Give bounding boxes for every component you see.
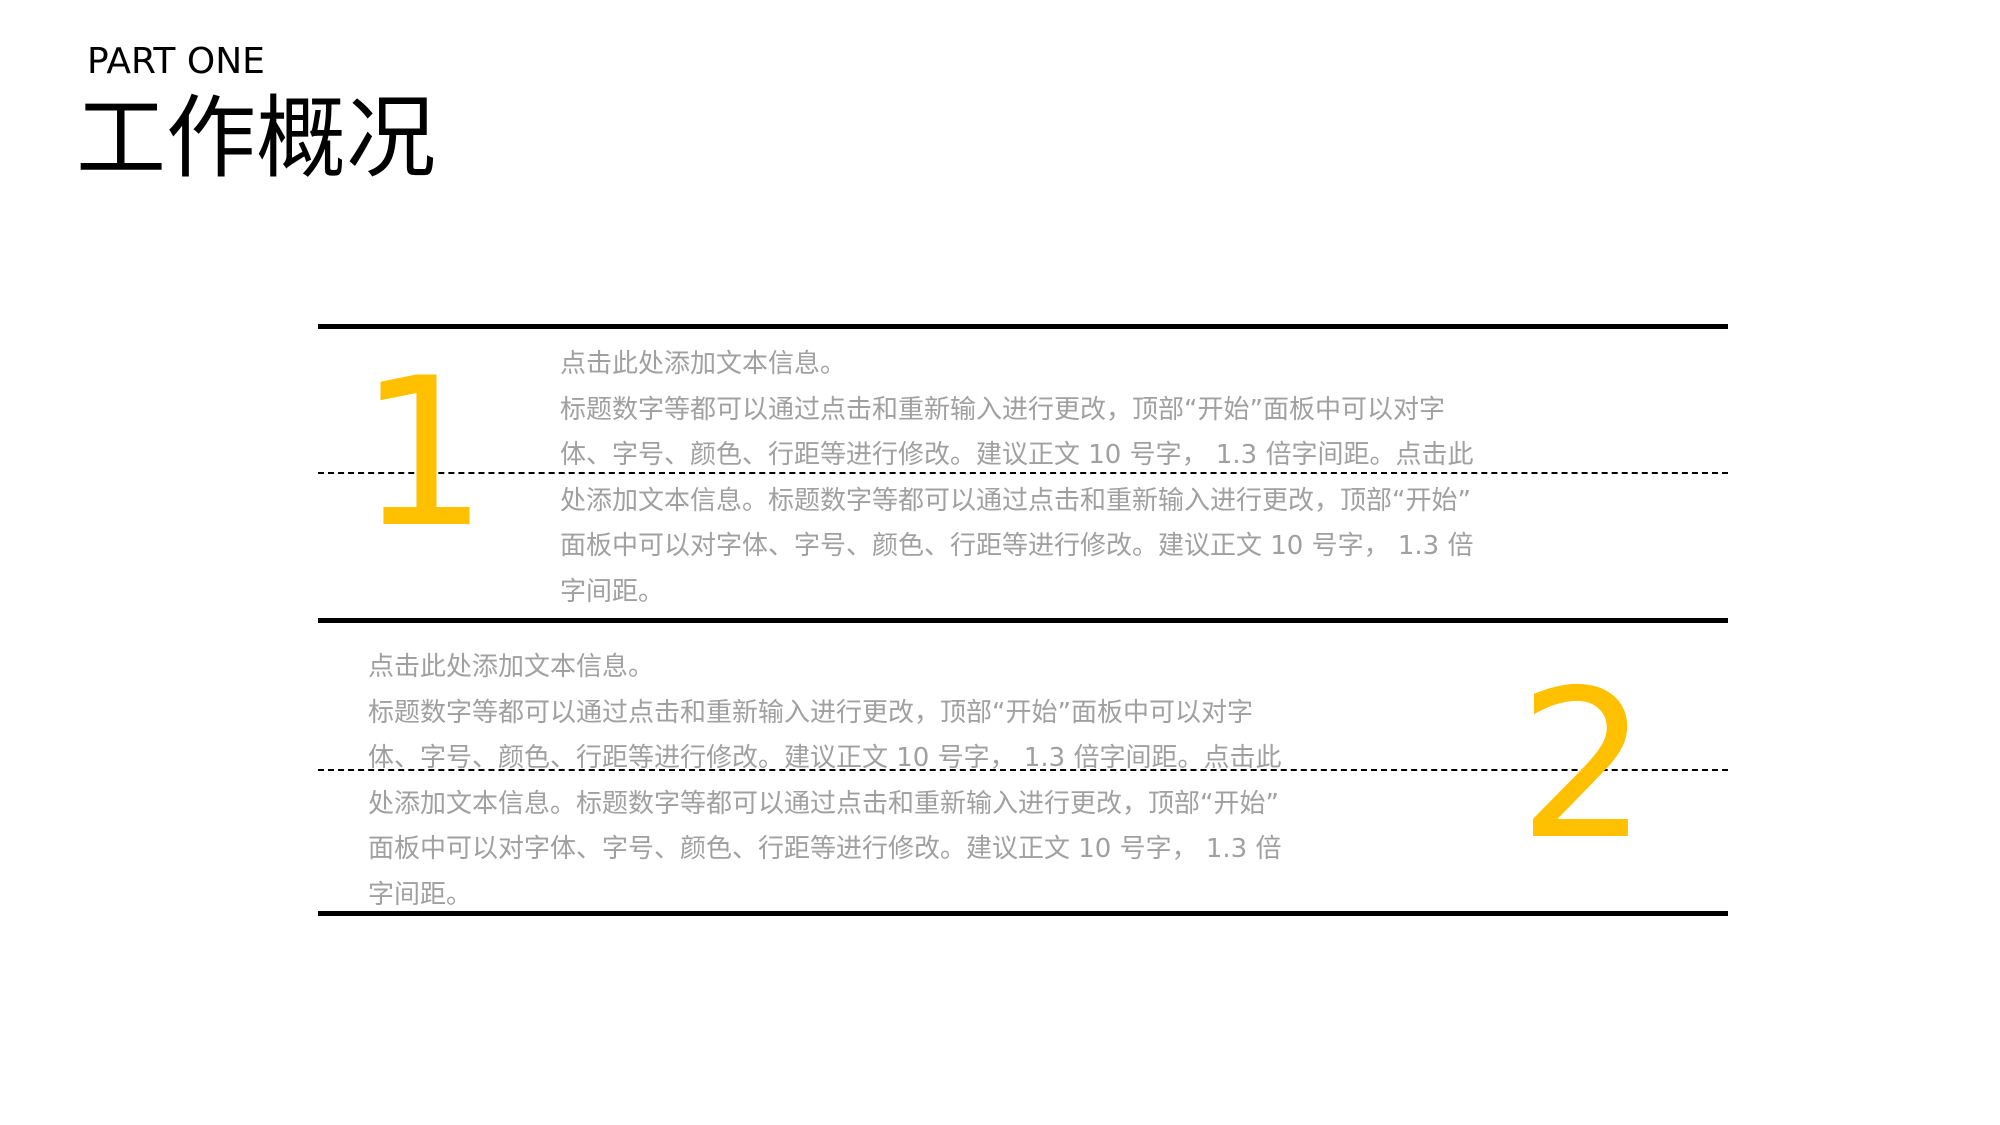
text-line: 标题数字等都可以通过点击和重新输入进行更改，顶部“开始”面板中可以对字: [560, 394, 1445, 425]
text-line: 点击此处添加文本信息。: [560, 349, 847, 379]
text-line: 面板中可以对字体、字号、颜色、行距等进行修改。建议正文 10 号字， 1.3 倍: [368, 834, 1282, 864]
section-2-bottom-rule: [318, 911, 1728, 916]
section-1-number: 1: [358, 335, 489, 573]
text-line: 体、字号、颜色、行距等进行修改。建议正文 10 号字， 1.3 倍字间距。点击此: [560, 440, 1474, 470]
text-line: 标题数字等都可以通过点击和重新输入进行更改，顶部“开始”面板中可以对字: [368, 697, 1253, 728]
section-1-dashed-rule: [318, 472, 1728, 474]
text-line: 体、字号、颜色、行距等进行修改。建议正文 10 号字， 1.3 倍字间距。点击此: [368, 743, 1282, 773]
text-line: 面板中可以对字体、字号、颜色、行距等进行修改。建议正文 10 号字， 1.3 倍: [560, 531, 1474, 561]
page-title: 工作概况: [76, 86, 436, 191]
section-1-top-rule: [318, 324, 1728, 329]
section-2-dashed-rule: [318, 769, 1728, 771]
text-line: 字间距。: [560, 576, 665, 607]
section-2-text[interactable]: 点击此处添加文本信息。 标题数字等都可以通过点击和重新输入进行更改，顶部“开始”…: [368, 645, 1282, 918]
text-line: 处添加文本信息。标题数字等都可以通过点击和重新输入进行更改，顶部“开始”: [560, 485, 1471, 516]
section-1-text[interactable]: 点击此处添加文本信息。 标题数字等都可以通过点击和重新输入进行更改，顶部“开始”…: [560, 342, 1474, 615]
text-line: 字间距。: [368, 879, 473, 910]
section-1-bottom-rule: [318, 618, 1728, 623]
part-label: PART ONE: [87, 41, 265, 82]
section-2-number: 2: [1518, 647, 1649, 885]
text-line: 点击此处添加文本信息。: [368, 652, 655, 682]
text-line: 处添加文本信息。标题数字等都可以通过点击和重新输入进行更改，顶部“开始”: [368, 788, 1279, 819]
